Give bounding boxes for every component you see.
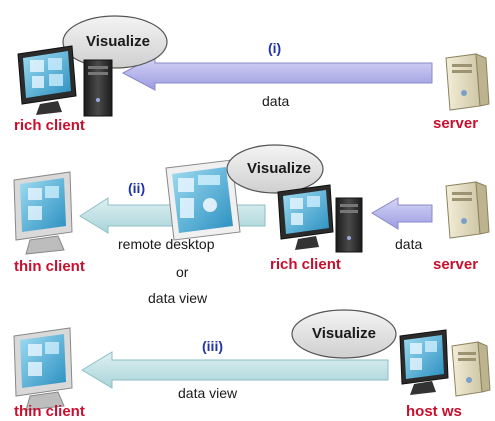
desktop-computer-icon bbox=[17, 45, 113, 117]
thin-client-label-2: thin client bbox=[14, 258, 85, 275]
data-label-ii: data bbox=[395, 236, 423, 252]
remote-desktop-label: remote desktop bbox=[118, 236, 215, 252]
host-ws-label: host ws bbox=[406, 403, 462, 420]
visualize-bubble-1 bbox=[62, 15, 168, 69]
visualize-label-3: Visualize bbox=[312, 325, 376, 342]
data-view-label-iii: data view bbox=[178, 385, 238, 401]
data-view-label-ii: data view bbox=[148, 290, 208, 306]
roman-label-ii: (ii) bbox=[128, 180, 146, 196]
data-label-i: data bbox=[262, 93, 290, 109]
server-label-1: server bbox=[433, 115, 479, 132]
data-arrow-i bbox=[121, 55, 433, 91]
server-label-2: server bbox=[433, 256, 479, 273]
visualize-bubble-2 bbox=[226, 144, 324, 194]
host-workstation-icon bbox=[399, 329, 449, 395]
roman-label-i: (i) bbox=[268, 40, 282, 56]
tablet-icon bbox=[165, 159, 241, 241]
visualize-bubble-3 bbox=[291, 309, 397, 359]
server-icon bbox=[451, 341, 491, 397]
server-icon bbox=[445, 53, 490, 111]
desktop-computer-icon bbox=[277, 184, 363, 253]
or-label: or bbox=[176, 264, 189, 280]
rich-client-label-1: rich client bbox=[14, 117, 85, 134]
monitor-icon bbox=[13, 327, 73, 411]
server-icon bbox=[445, 181, 490, 239]
data-view-arrow-iii bbox=[81, 351, 389, 389]
monitor-icon bbox=[13, 171, 73, 255]
thin-client-label-3: thin client bbox=[14, 403, 85, 420]
roman-label-iii: (iii) bbox=[202, 338, 223, 354]
rich-client-label-2: rich client bbox=[270, 256, 341, 273]
visualize-label-1: Visualize bbox=[86, 33, 150, 50]
data-arrow-ii bbox=[371, 197, 433, 230]
visualize-label-2: Visualize bbox=[247, 160, 311, 177]
